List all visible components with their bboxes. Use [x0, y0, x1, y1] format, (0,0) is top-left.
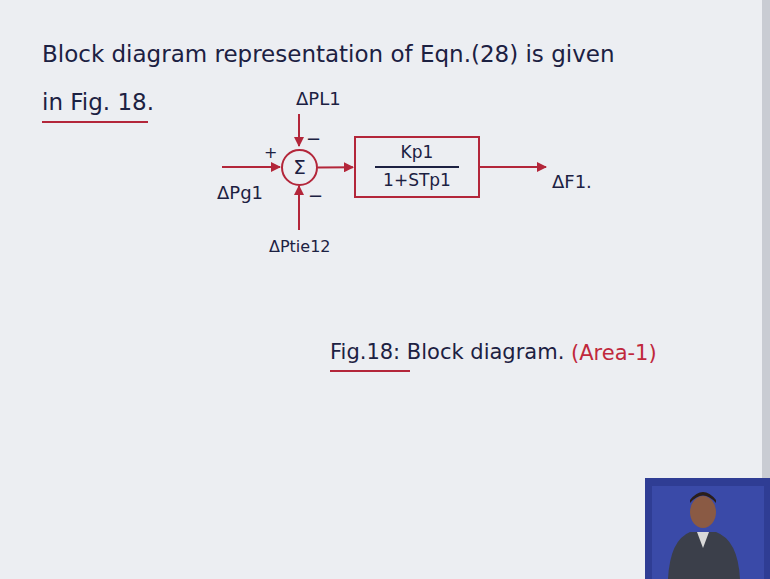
sign-symbol: −: [308, 185, 323, 206]
denominator-text: 1+STp1: [383, 171, 451, 191]
video-inset: [645, 478, 770, 579]
signal-name: ΔPtie12: [269, 237, 331, 256]
sign-symbol: −: [306, 128, 321, 149]
slide-heading: Block diagram representation of Eqn.(28)…: [42, 30, 617, 126]
transfer-function-box: Kp1 1+STp1: [354, 136, 480, 198]
numerator-text: Σ: [293, 156, 306, 179]
input-arrow: [298, 186, 300, 230]
signal-name: ΔPL1: [296, 88, 341, 109]
input-arrow: [222, 166, 280, 168]
signal-name: ΔF1.: [552, 171, 592, 192]
figure-caption: Fig.18: Block diagram.: [330, 340, 564, 364]
underline: [42, 121, 148, 123]
sign-symbol: +: [264, 143, 277, 162]
fraction-bar: [375, 166, 460, 168]
summing-junction: Σ: [281, 149, 318, 186]
area-note: (Area-1): [571, 341, 657, 365]
signal-connector: [318, 166, 353, 168]
underline: [330, 370, 410, 372]
signal-name: ΔPg1: [217, 182, 263, 203]
input-arrow: [298, 114, 300, 146]
numerator-text: Kp1: [401, 143, 434, 163]
output-arrow: [470, 166, 546, 168]
